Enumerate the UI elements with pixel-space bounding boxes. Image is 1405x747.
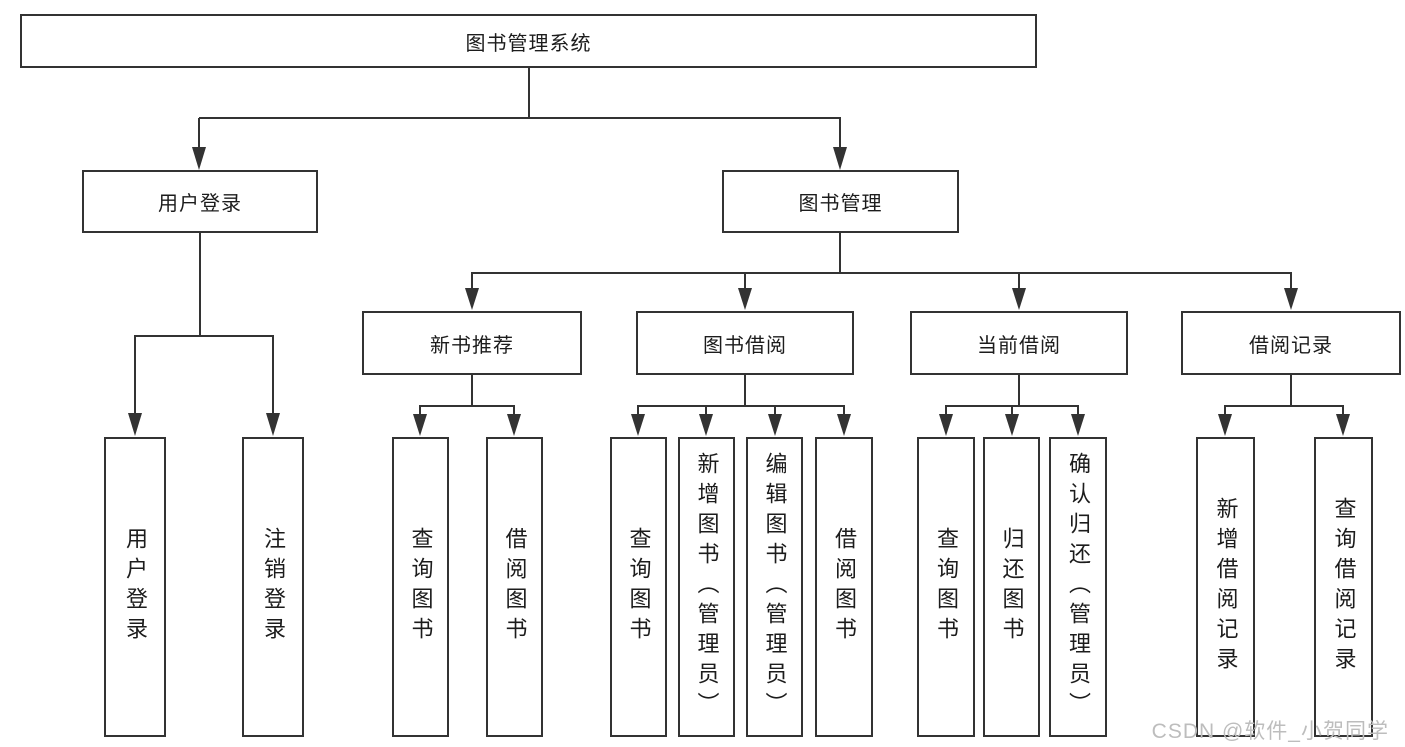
leaf-bb-query-books: 查询图书 [610, 437, 667, 737]
leaf-bb-add-books-admin-label: 新增图书（管理员） [694, 452, 720, 722]
leaf-br-query-record: 查询借阅记录 [1314, 437, 1373, 737]
leaf-bb-borrow-books: 借阅图书 [815, 437, 873, 737]
node-root: 图书管理系统 [20, 14, 1037, 68]
leaf-cb-query-books-label: 查询图书 [934, 527, 959, 647]
leaf-cb-confirm-return-admin-label: 确认归还（管理员） [1066, 452, 1091, 722]
node-borrow-records: 借阅记录 [1181, 311, 1401, 375]
node-root-label: 图书管理系统 [465, 32, 592, 55]
node-book-borrow: 图书借阅 [636, 311, 854, 375]
leaf-user-login-label: 用户登录 [123, 527, 148, 647]
node-book-management-label: 图书管理 [798, 193, 883, 215]
leaf-user-login: 用户登录 [104, 437, 166, 737]
leaf-bb-edit-books-admin: 编辑图书（管理员） [746, 437, 803, 737]
leaf-bb-borrow-books-label: 借阅图书 [832, 527, 857, 647]
node-current-borrow: 当前借阅 [910, 311, 1128, 375]
watermark: CSDN @软件_小贺同学 [1151, 720, 1389, 743]
leaf-cb-return-books-label: 归还图书 [999, 527, 1025, 647]
node-user-login: 用户登录 [82, 170, 318, 233]
leaf-logout: 注销登录 [242, 437, 304, 737]
leaf-bb-edit-books-admin-label: 编辑图书（管理员） [762, 452, 788, 722]
leaf-cb-confirm-return-admin: 确认归还（管理员） [1049, 437, 1107, 737]
leaf-logout-label: 注销登录 [261, 527, 286, 647]
leaf-cb-query-books: 查询图书 [917, 437, 975, 737]
node-book-borrow-label: 图书借阅 [703, 334, 787, 357]
node-new-book-recommend-label: 新书推荐 [430, 334, 514, 357]
leaf-br-add-record: 新增借阅记录 [1196, 437, 1255, 737]
leaf-nb-query-books: 查询图书 [392, 437, 449, 737]
node-current-borrow-label: 当前借阅 [977, 334, 1061, 357]
leaf-bb-query-books-label: 查询图书 [626, 527, 652, 647]
leaf-nb-query-books-label: 查询图书 [408, 527, 434, 647]
leaf-bb-add-books-admin: 新增图书（管理员） [678, 437, 735, 737]
node-new-book-recommend: 新书推荐 [362, 311, 582, 375]
leaf-nb-borrow-books-label: 借阅图书 [502, 527, 528, 647]
leaf-br-query-record-label: 查询借阅记录 [1331, 497, 1357, 677]
leaf-nb-borrow-books: 借阅图书 [486, 437, 543, 737]
node-user-login-label: 用户登录 [158, 193, 242, 215]
leaf-br-add-record-label: 新增借阅记录 [1213, 497, 1239, 677]
node-book-management: 图书管理 [722, 170, 959, 233]
node-borrow-records-label: 借阅记录 [1249, 334, 1333, 357]
leaf-cb-return-books: 归还图书 [983, 437, 1040, 737]
